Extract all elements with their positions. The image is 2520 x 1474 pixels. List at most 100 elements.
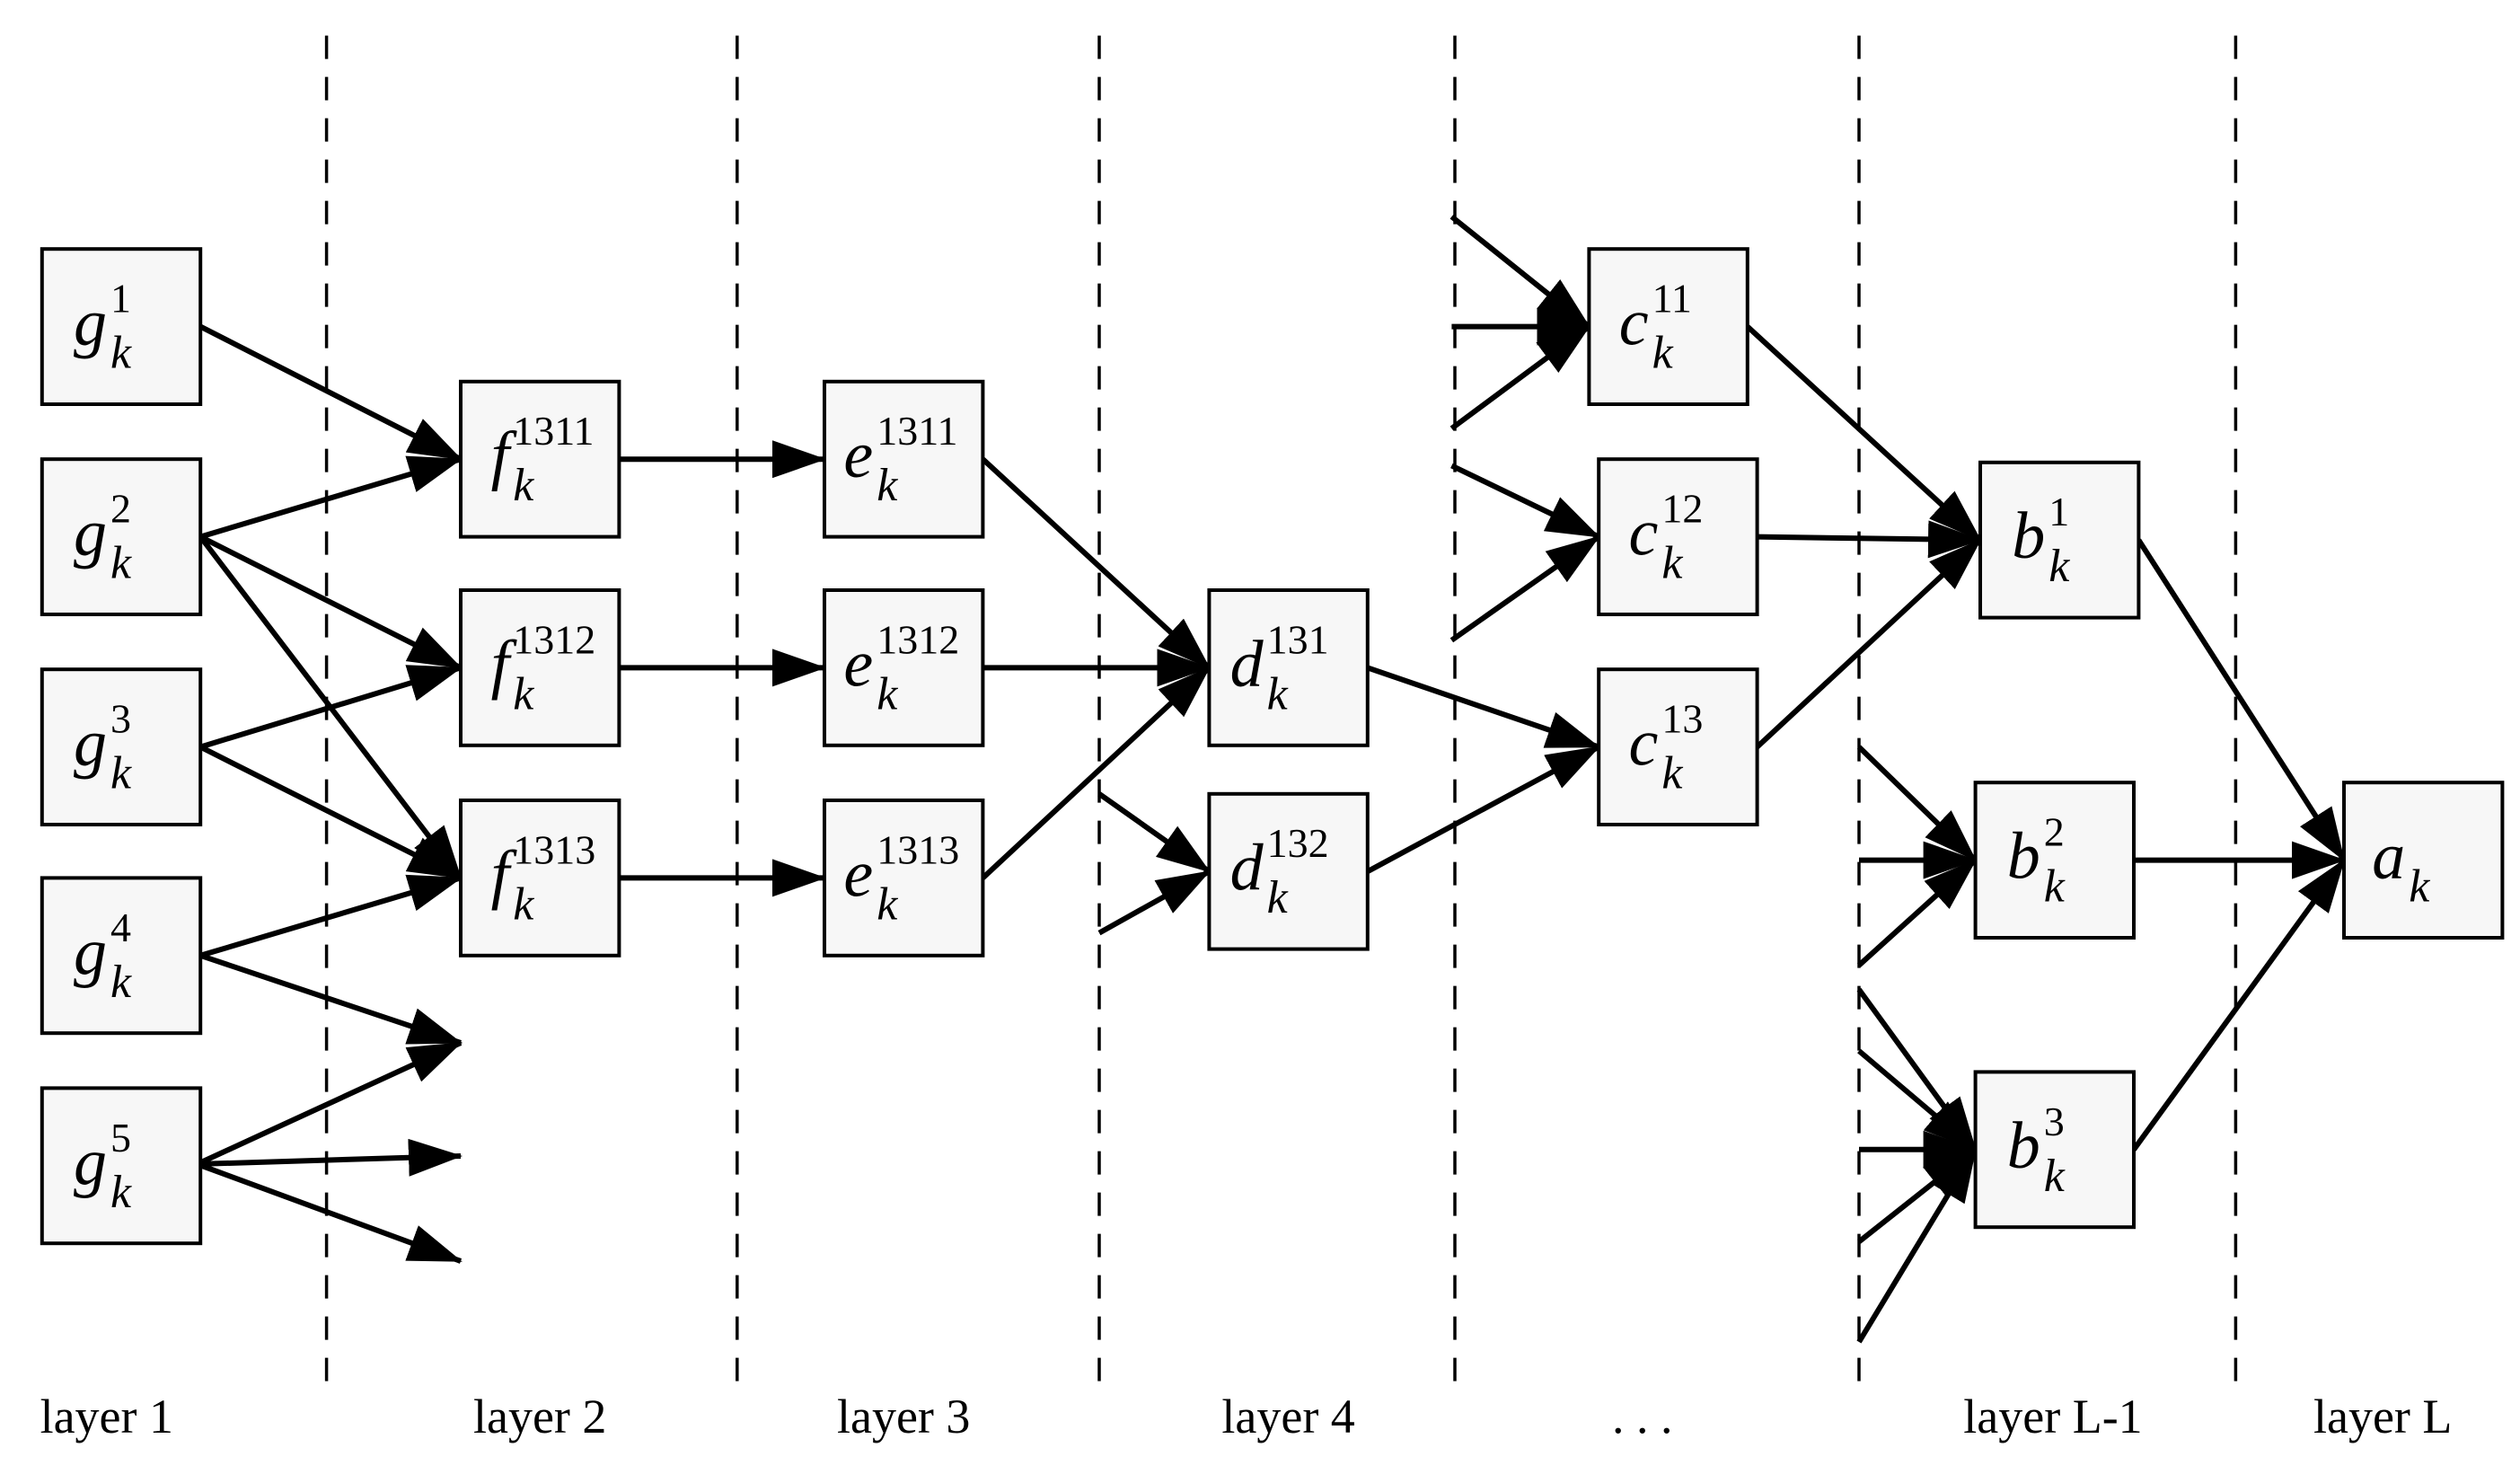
node-box	[1978, 460, 2141, 620]
node-box	[823, 799, 985, 958]
partial-edge-3	[197, 1138, 463, 1177]
node-superscript: 1312	[877, 616, 959, 662]
partial-edge-15	[1856, 987, 1978, 1152]
node-subscript: k	[1267, 872, 1289, 923]
node-symbol: e	[843, 419, 873, 492]
node-box	[40, 876, 203, 1036]
node-subscript: k	[877, 668, 898, 719]
node-superscript: 1313	[877, 826, 959, 872]
partial-edge-19	[1856, 1148, 1978, 1344]
node-symbol: d	[1230, 627, 1264, 701]
node-symbol: b	[2007, 820, 2040, 894]
node-subscript: k	[1267, 668, 1289, 719]
node-subscript: k	[110, 538, 132, 589]
partial-edge-6	[1097, 869, 1212, 936]
node-box	[1207, 588, 1370, 747]
node-subscript: k	[110, 1167, 132, 1218]
node-subscript: k	[513, 460, 534, 511]
node-subscript: k	[1652, 328, 1674, 379]
node-symbol: g	[74, 1125, 107, 1199]
node-box	[1587, 247, 1749, 407]
edge-b1-to-a	[2136, 538, 2347, 862]
node-superscript: 13	[1661, 696, 1703, 742]
node-subscript: k	[2409, 861, 2430, 913]
node-superscript: 1312	[513, 616, 595, 662]
node-box	[459, 379, 621, 539]
partial-edge-18	[1857, 1147, 1978, 1244]
edge-e1311-to-d131	[981, 456, 1212, 670]
node-superscript: 2	[110, 486, 131, 532]
partial-edge-10	[1450, 463, 1601, 540]
edge-g2-to-f1312	[198, 534, 463, 671]
node-superscript: 1311	[877, 408, 957, 454]
node-superscript: 3	[2044, 1099, 2065, 1144]
layer-label-layer-dots: . . .	[1612, 1390, 1673, 1443]
node-symbol: e	[843, 627, 873, 701]
partial-edge-2	[196, 1040, 463, 1167]
layer-label-layer-L-1: layer L-1	[1963, 1390, 2142, 1443]
edge-d131-to-c13	[1366, 665, 1601, 750]
node-box	[1207, 791, 1370, 951]
partial-edges	[196, 214, 1978, 1344]
node-box	[40, 667, 203, 827]
node-superscript: 3	[110, 696, 131, 742]
edge-c13-to-b1	[1755, 538, 1983, 749]
partial-edge-1	[199, 952, 463, 1046]
node-symbol: e	[843, 837, 873, 911]
layer-label-layer-3: layer 3	[837, 1390, 970, 1443]
node-subscript: k	[513, 668, 534, 719]
node-subscript: k	[110, 328, 132, 379]
node-box	[1597, 457, 1759, 617]
node-subscript: k	[877, 878, 898, 930]
node-superscript: 1311	[513, 408, 594, 454]
partial-edge-4	[196, 1161, 463, 1264]
layer-label-layer-4: layer 4	[1221, 1390, 1354, 1443]
node-subscript: k	[1661, 748, 1683, 799]
partial-edge-9	[1449, 324, 1591, 431]
partial-edge-11	[1449, 534, 1600, 643]
edge-g4-to-f1313	[199, 874, 463, 958]
node-superscript: 11	[1652, 276, 1692, 322]
edges	[198, 323, 2347, 1152]
partial-edge-12	[1856, 745, 1978, 862]
node-box	[40, 247, 203, 407]
node-superscript: 131	[1267, 616, 1329, 662]
node-superscript: 1	[110, 276, 131, 322]
node-box	[40, 1086, 203, 1246]
node-subscript: k	[877, 460, 898, 511]
edge-d132-to-c13	[1366, 744, 1600, 874]
node-symbol: g	[74, 707, 107, 781]
node-superscript: 4	[110, 905, 131, 950]
edge-g2-to-f1311	[199, 455, 463, 540]
node-box	[1973, 1070, 2137, 1230]
edge-b3-to-a	[2131, 858, 2347, 1152]
node-superscript: 2	[2044, 809, 2065, 855]
node-subscript: k	[1661, 538, 1683, 589]
layer-dividers	[324, 35, 2238, 1394]
layer-label-layer-L: layer L	[2313, 1390, 2452, 1443]
node-symbol: c	[1619, 287, 1649, 360]
edge-g3-to-f1312	[199, 665, 463, 750]
edge-c12-to-b1	[1757, 520, 1982, 559]
node-box	[459, 799, 621, 958]
node-superscript: 5	[110, 1115, 131, 1161]
